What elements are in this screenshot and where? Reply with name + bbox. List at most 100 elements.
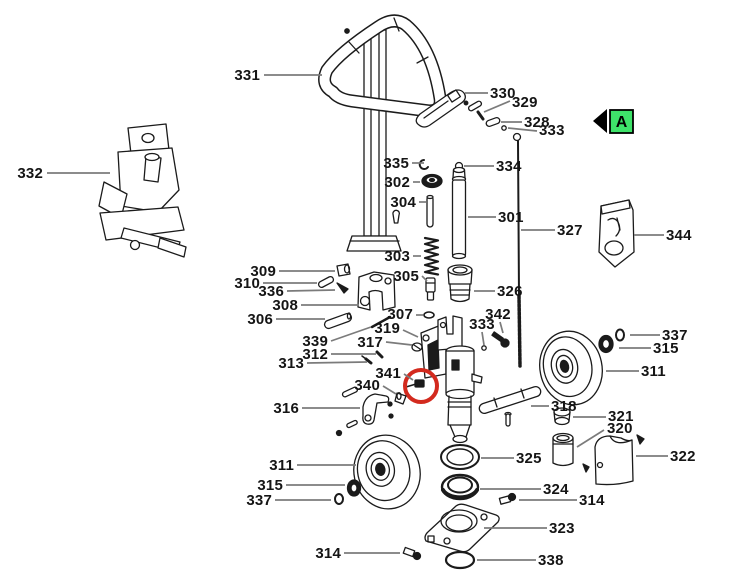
- part-329-pin: [463, 100, 485, 121]
- part-number-321: 321: [608, 408, 634, 425]
- part-313-screw: [361, 355, 373, 365]
- part-label-339: 339: [302, 326, 372, 350]
- part-number-330: 330: [490, 85, 516, 102]
- part-label-336: 336: [258, 283, 336, 300]
- part-number-331: 331: [234, 67, 260, 84]
- part-number-324: 324: [543, 481, 569, 498]
- part-322-cartridge: [594, 434, 645, 486]
- part-mast-column: [346, 29, 402, 252]
- part-325-oring: [440, 444, 480, 470]
- part-label-327: 327: [521, 222, 583, 239]
- part-label-328: 328: [501, 114, 549, 131]
- part-338-oring: [444, 550, 476, 570]
- leader-line-333-upper: [507, 127, 538, 132]
- part-324-seal: [440, 473, 480, 501]
- part-335-clip: [418, 159, 429, 170]
- part-number-310: 310: [234, 275, 260, 292]
- part-321-bushing: [553, 407, 571, 426]
- part-312-pin: [375, 350, 384, 359]
- leader-line-329: [483, 100, 511, 113]
- part-308-bracket: [357, 271, 396, 311]
- part-number-333-upper: 333: [539, 122, 565, 139]
- part-301-piston-rod: [451, 166, 467, 260]
- part-344-bag: [598, 199, 635, 268]
- part-label-324: 324: [480, 481, 569, 498]
- part-number-320: 320: [607, 420, 633, 437]
- part-label-317: 317: [357, 334, 413, 351]
- part-label-330: 330: [465, 85, 516, 102]
- part-341-screw: [405, 379, 425, 388]
- part-number-340: 340: [354, 377, 380, 394]
- part-number-342: 342: [485, 306, 511, 323]
- leader-line-317: [385, 341, 413, 346]
- part-number-311-left: 311: [269, 457, 294, 474]
- part-label-306: 306: [247, 311, 325, 328]
- part-326-cup: [447, 264, 473, 303]
- part-label-304: 304: [390, 194, 426, 211]
- part-label-332: 332: [17, 165, 110, 182]
- part-number-333-lower: 333: [469, 316, 495, 333]
- part-label-326: 326: [474, 283, 523, 300]
- leader-line-333-lower: [481, 331, 485, 346]
- part-number-304: 304: [390, 194, 416, 211]
- part-311-wheel-left: [353, 434, 421, 510]
- part-label-312: 312: [302, 346, 376, 363]
- part-label-311-right: 311: [606, 363, 666, 380]
- part-label-335: 335: [383, 155, 424, 172]
- part-number-306: 306: [247, 311, 273, 328]
- part-number-319: 319: [374, 320, 400, 337]
- part-label-334: 334: [464, 158, 522, 175]
- part-337-ring-right: [615, 328, 625, 342]
- part-304-pin: [392, 194, 434, 228]
- marker-box: [609, 109, 634, 134]
- part-303-spring: [423, 236, 440, 276]
- part-label-311-left: 311: [269, 457, 356, 474]
- part-label-319: 319: [374, 320, 419, 338]
- part-label-331: 331: [234, 67, 322, 84]
- marker-label: A: [616, 114, 628, 131]
- part-label-314-right: 314: [519, 492, 605, 509]
- part-label-320: 320: [576, 420, 633, 448]
- part-309-nut: [336, 263, 351, 277]
- part-label-303: 303: [384, 248, 421, 265]
- part-label-337-left: 337: [246, 492, 331, 509]
- part-label-302: 302: [384, 174, 420, 191]
- part-label-316: 316: [273, 400, 360, 417]
- part-number-314-bottom: 314: [315, 545, 341, 562]
- part-label-309: 309: [250, 263, 335, 280]
- part-316-crank: [335, 386, 394, 437]
- part-number-341: 341: [375, 365, 401, 382]
- part-number-302: 302: [384, 174, 410, 191]
- part-label-310: 310: [234, 275, 317, 292]
- part-number-322: 322: [670, 448, 696, 465]
- part-label-305: 305: [393, 268, 428, 285]
- part-number-317: 317: [357, 334, 383, 351]
- part-number-313: 313: [278, 355, 304, 372]
- part-323-flange: [424, 503, 500, 553]
- part-number-329: 329: [512, 94, 538, 111]
- part-label-307: 307: [387, 306, 423, 323]
- part-314-grease-fitting-right: [498, 492, 517, 505]
- part-label-341: 341: [375, 365, 414, 382]
- part-333-ball-upper: [501, 125, 507, 131]
- part-number-339: 339: [302, 333, 328, 350]
- part-311-wheel-right: [539, 330, 603, 406]
- part-340-cone: [394, 391, 407, 405]
- part-328-roller-pin: [485, 116, 501, 128]
- leader-line-340: [382, 385, 397, 395]
- leader-line-319: [402, 329, 419, 338]
- part-number-326: 326: [497, 283, 523, 300]
- arrow-left-icon: [593, 109, 607, 133]
- part-number-318: 318: [551, 398, 577, 415]
- part-number-327: 327: [557, 222, 583, 239]
- part-number-338: 338: [538, 552, 564, 569]
- part-307-oring: [423, 311, 435, 319]
- part-label-333-upper: 333: [507, 122, 565, 139]
- part-label-308: 308: [272, 297, 359, 314]
- part-label-318: 318: [531, 398, 577, 415]
- part-318-axle: [478, 386, 542, 427]
- part-330-release-lever: [415, 89, 466, 128]
- part-number-309: 309: [250, 263, 276, 280]
